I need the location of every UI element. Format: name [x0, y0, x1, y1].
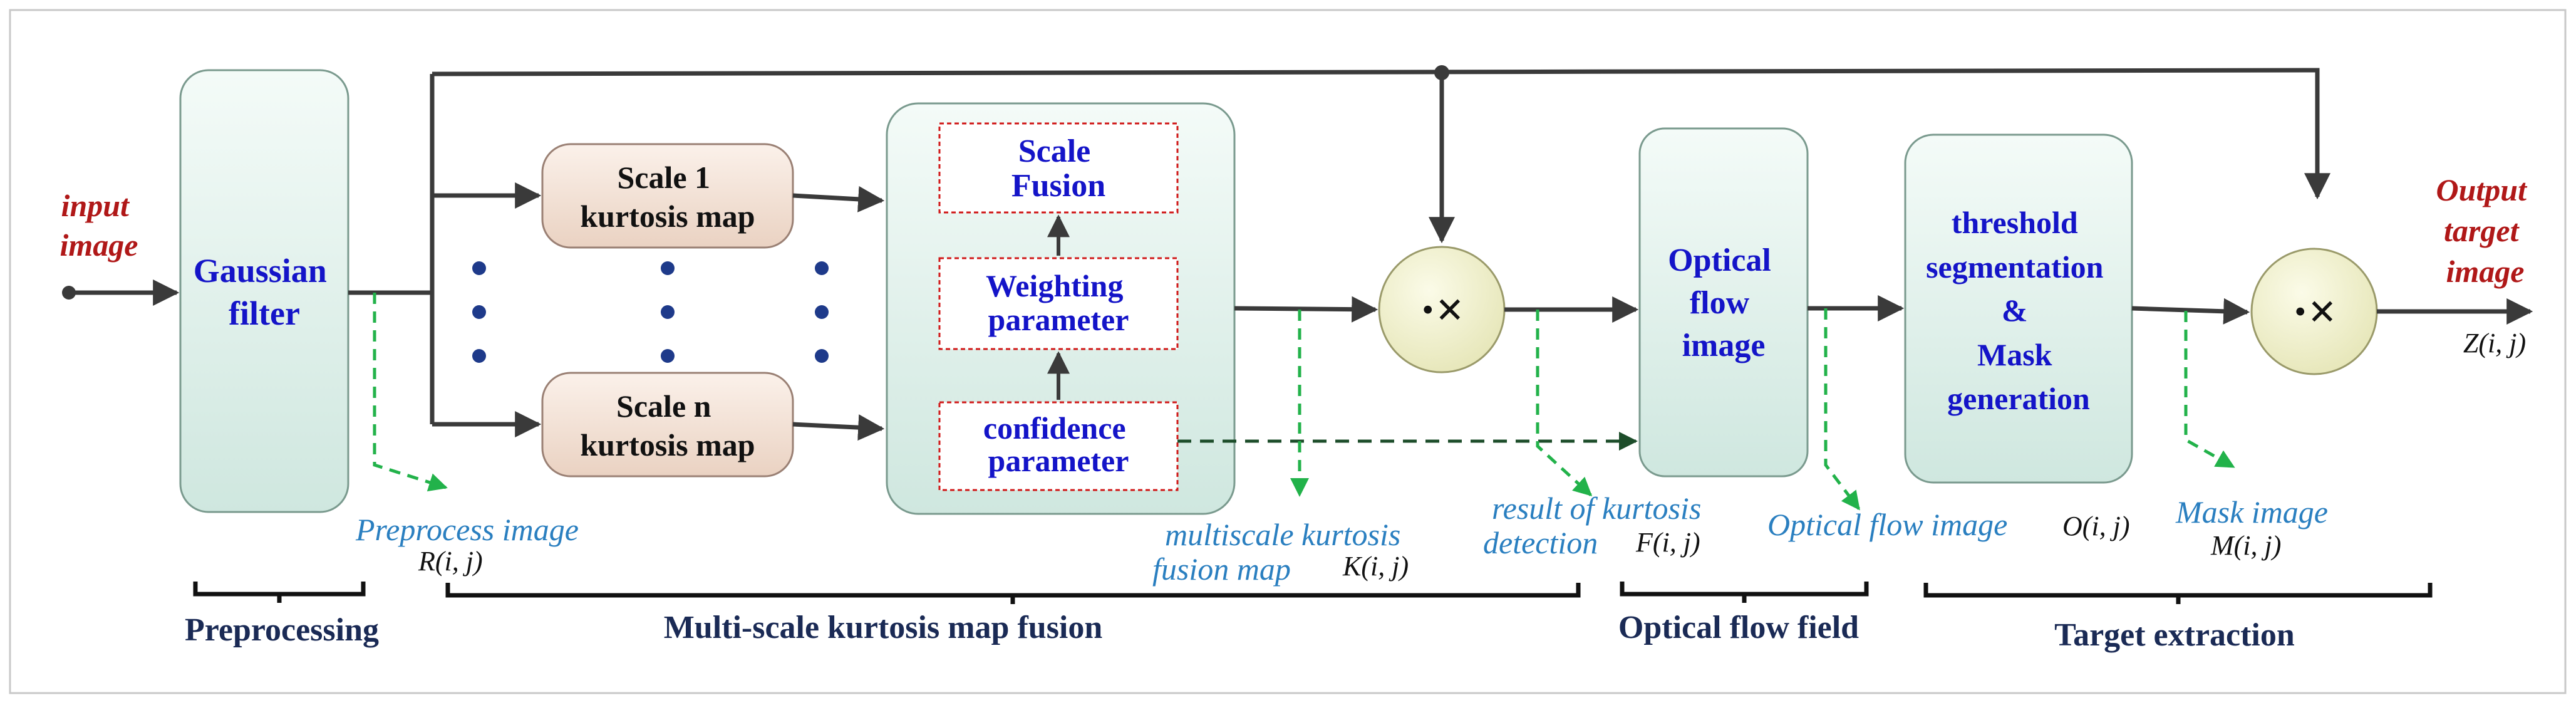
opticalflow-math: O(i, j) [2062, 511, 2130, 541]
scale-fusion-label: Scale Fusion [1011, 133, 1105, 204]
scale1-label: Scale 1 kurtosis map [580, 160, 755, 234]
stage-multiscale: Multi-scale kurtosis map fusion [664, 610, 1103, 645]
output-label: Output target image [2436, 172, 2534, 289]
arrow-scale1-to-fusion [792, 185, 885, 212]
mask-annotation-arrow [2184, 311, 2235, 469]
input-label: input image [60, 188, 138, 263]
brace-preprocessing [193, 582, 366, 603]
confidence-parameter-label: confidence parameter [983, 410, 1134, 478]
threshold-label: threshold segmentation & Mask generation [1926, 205, 2111, 416]
optical-flow-label: Optical flow image [1668, 243, 1779, 363]
kurtosis-detection-annotation-arrow [1536, 310, 1593, 497]
opticalflow-annotation-arrow [1824, 308, 1860, 511]
preprocess-math: R(i, j) [418, 546, 483, 577]
weighting-parameter-label: Weighting parameter [986, 268, 1131, 337]
brace-opticalflow [1620, 582, 1869, 603]
brace-target [1923, 583, 2433, 604]
multiply-symbol-1: ·× [1420, 282, 1464, 337]
opticalflow-annotation: Optical flow image [1767, 507, 2007, 542]
multiscale-math: K(i, j) [1342, 551, 1409, 582]
arrow-threshold-to-multiply2 [2131, 298, 2250, 325]
scale-fusion-box [938, 122, 1179, 214]
scalen-label: Scale n kurtosis map [580, 389, 755, 462]
stage-target: Target extraction [2054, 617, 2295, 653]
preprocess-annotation-arrow [373, 293, 448, 492]
kurtosis-detection-annotation: result of kurtosis detection [1483, 491, 1709, 560]
gaussian-filter-label: Gaussian filter [194, 252, 336, 332]
multiscale-annotation: multiscale kurtosis fusion map [1152, 517, 1409, 587]
output-math: Z(i, j) [2463, 328, 2526, 358]
arrow-scalen-to-fusion [792, 414, 885, 441]
preprocess-annotation: Preprocess image [355, 512, 579, 547]
optical-flow-box [1638, 127, 1809, 478]
mask-annotation: Mask image [2175, 494, 2328, 530]
brace-multiscale [445, 583, 1581, 604]
stage-preprocessing: Preprocessing [185, 612, 379, 648]
kurtosis-detection-math: F(i, j) [1635, 527, 1700, 558]
gaussian-filter-box [179, 69, 349, 513]
outer-frame [9, 9, 2567, 694]
multiply-symbol-2: ·× [2292, 284, 2336, 338]
confidence-parameter-box [938, 401, 1179, 491]
arrow-fusion-to-multiply1 [1234, 296, 1379, 323]
mask-math: M(i, j) [2210, 530, 2281, 561]
stage-opticalflow: Optical flow field [1618, 610, 1859, 645]
bypass-line [432, 68, 2330, 200]
weighting-parameter-box [938, 257, 1179, 350]
ellipsis-dots [472, 261, 829, 363]
